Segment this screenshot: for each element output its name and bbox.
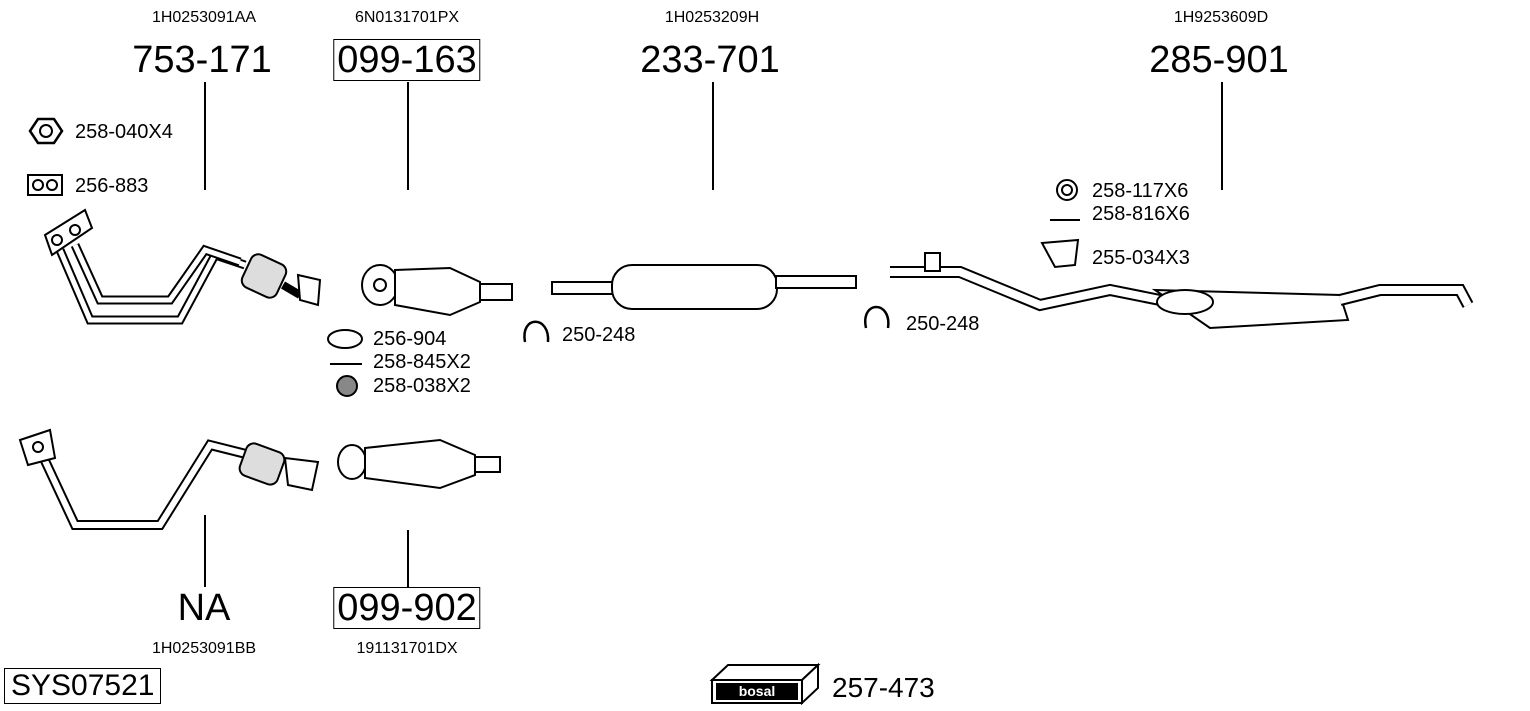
- drawing-shape: [337, 444, 367, 480]
- part-number[interactable]: 099-902: [333, 587, 481, 629]
- drawing-shape: [37, 441, 251, 528]
- drawing-shape: [474, 456, 501, 473]
- leader-line: [1221, 82, 1223, 190]
- oe-number: 1H0253091AA: [151, 9, 257, 26]
- accessory-label[interactable]: 255-034X3: [1092, 247, 1190, 269]
- hex-nut-icon: [28, 117, 64, 145]
- catalytic-converter-099-902-drawing: [337, 438, 501, 490]
- ring-gasket-icon: [327, 329, 363, 349]
- part-number[interactable]: 099-163: [333, 39, 481, 81]
- drawing-shape: [373, 278, 387, 292]
- leader-line: [204, 515, 206, 587]
- bosal-kit-box-icon: bosal: [709, 662, 821, 706]
- drawing-shape: [39, 124, 53, 138]
- drawing-shape: [1061, 184, 1073, 196]
- drawing-shape: [924, 252, 941, 272]
- drawing-shape: [69, 224, 81, 236]
- oe-number: 6N0131701PX: [354, 9, 460, 26]
- part-number[interactable]: 753-171: [132, 39, 272, 81]
- accessory-label[interactable]: 258-845X2: [373, 351, 471, 373]
- oe-number: 1H9253609D: [1173, 9, 1269, 26]
- drawing-shape: [238, 442, 286, 486]
- part-number[interactable]: 285-901: [1149, 39, 1289, 81]
- oe-number: 191131701DX: [356, 640, 458, 657]
- catalytic-converter-099-163-drawing: [361, 264, 513, 317]
- drawing-shape: [296, 273, 322, 307]
- gasket-icon: [27, 174, 63, 196]
- accessory-label[interactable]: 250-248: [562, 324, 636, 346]
- accessory-label[interactable]: 258-040X4: [75, 121, 173, 143]
- drawing-shape: [18, 428, 57, 467]
- mounting-kit-number[interactable]: 257-473: [832, 672, 935, 703]
- drawing-shape: bosal: [739, 683, 776, 699]
- drawing-shape: [716, 683, 798, 700]
- drawing-shape: [394, 266, 481, 317]
- drawing-shape: [32, 441, 44, 453]
- part-number[interactable]: 233-701: [640, 39, 780, 81]
- accessory-label[interactable]: 256-904: [373, 328, 447, 350]
- leader-line: [204, 82, 206, 190]
- drawing-shape: [43, 208, 94, 257]
- drawing-shape: [240, 253, 288, 299]
- accessory-label[interactable]: 256-883: [75, 175, 149, 197]
- drawing-shape: [51, 234, 63, 246]
- accessory-label[interactable]: 258-038X2: [373, 375, 471, 397]
- middle-muffler-233-701-drawing: [551, 264, 857, 310]
- drawing-shape: [57, 249, 246, 323]
- drawing-shape: [364, 438, 476, 490]
- leader-line: [407, 82, 409, 190]
- drawing-shape: [775, 275, 857, 289]
- drawing-shape: [280, 281, 303, 299]
- accessory-label[interactable]: 258-816X6: [1092, 203, 1190, 225]
- drawing-shape: [46, 179, 58, 191]
- system-code: SYS07521: [4, 668, 162, 704]
- accessory-label[interactable]: 258-117X6: [1092, 180, 1189, 202]
- drawing-shape: [479, 283, 513, 301]
- alt-front-pipe-drawing: [18, 428, 320, 530]
- drawing-shape: [361, 264, 399, 306]
- leader-line: [712, 82, 714, 190]
- oe-number: 1H0253091BB: [151, 640, 257, 657]
- drawing-shape: [551, 281, 618, 295]
- drawing-shape: [1339, 286, 1472, 307]
- rubber-mount-icon: [1040, 238, 1080, 269]
- drawing-shape: [709, 664, 821, 681]
- drawing-shape: [72, 243, 241, 303]
- ring-icon: [1056, 179, 1078, 201]
- clamp-icon: [523, 320, 550, 343]
- part-number[interactable]: NA: [177, 587, 231, 629]
- rear-muffler-285-901-drawing: [890, 252, 1474, 330]
- drawing-shape: [611, 264, 778, 310]
- accessory-label[interactable]: 250-248: [906, 313, 980, 335]
- oe-number: 1H0253209H: [664, 9, 760, 26]
- drawing-shape: [283, 456, 320, 492]
- drawing-shape: [1156, 289, 1214, 315]
- clamp-icon: [864, 305, 890, 329]
- drawing-shape: [32, 179, 44, 191]
- front-pipe-753-171-drawing: [43, 208, 322, 325]
- leader-line: [407, 530, 409, 587]
- flange-nut-icon: [336, 375, 358, 397]
